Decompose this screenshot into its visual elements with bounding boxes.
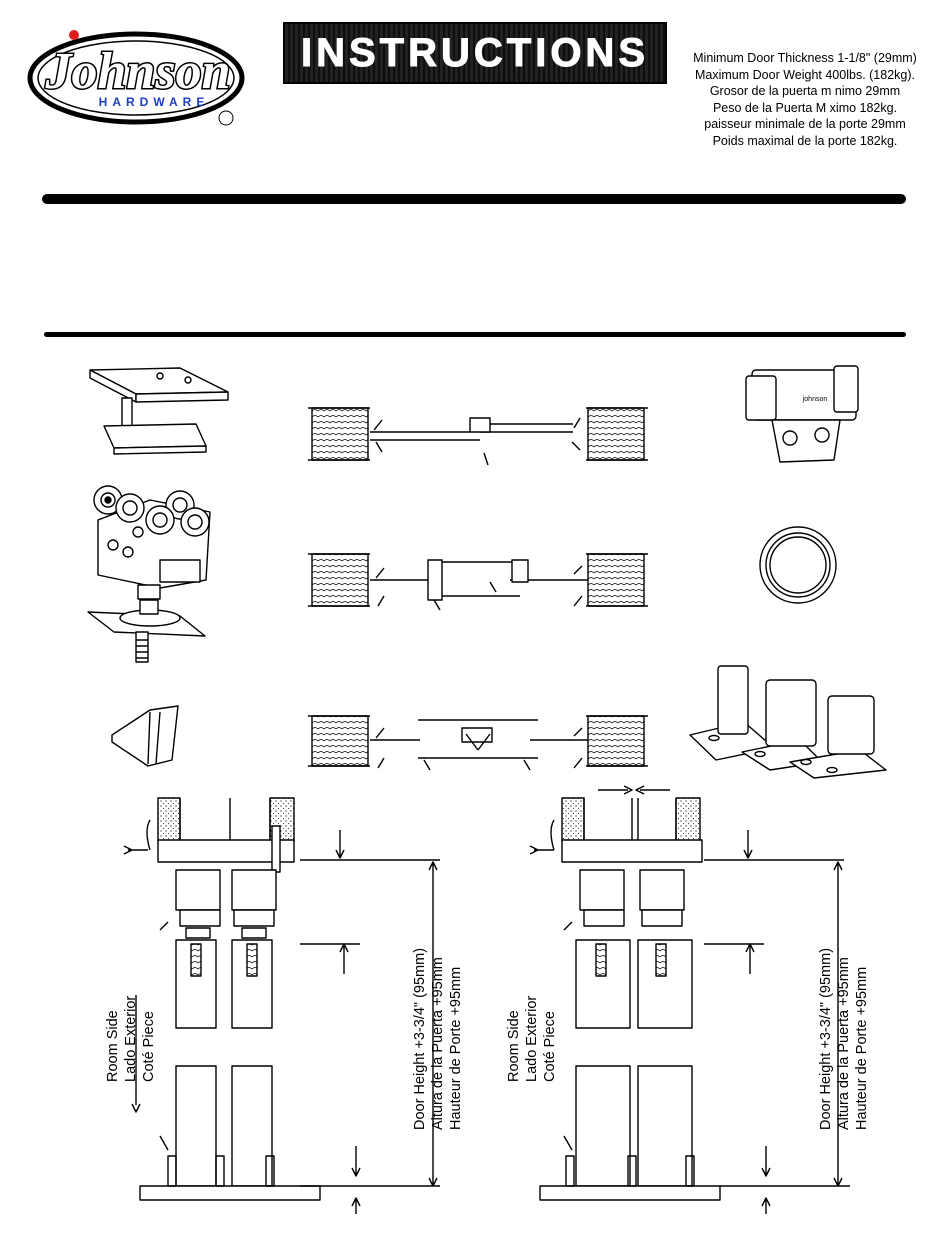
finger-pull-ring-icon	[759, 526, 837, 604]
config-two-doors-diagram	[308, 407, 648, 466]
track-rail-icon	[89, 367, 229, 455]
divider-top	[42, 194, 906, 204]
registered-mark-icon	[218, 110, 234, 126]
johnson-hardware-logo: Johnson HARDWARE	[27, 30, 245, 126]
spec-line: Grosor de la puerta m nimo 29mm	[709, 84, 901, 99]
trolley-hanger-icon	[87, 485, 211, 663]
install-diagram-left	[123, 797, 440, 1214]
svg-text:HARDWARE: HARDWARE	[99, 95, 210, 109]
spec-line: Minimum Door Thickness 1-1/8" (29mm)	[693, 51, 917, 65]
divider-mid	[44, 332, 906, 337]
config-four-doors-diagram	[308, 715, 648, 771]
spec-line: paisseur minimale de la porte 29mm	[704, 117, 906, 132]
title-banner: INSTRUCTIONS	[283, 22, 667, 84]
spec-line: Poids maximal de la porte 182kg.	[712, 133, 898, 148]
spec-line: Peso de la Puerta M ximo 182kg.	[712, 100, 898, 115]
spec-line: Maximum Door Weight 400lbs. (182kg).	[695, 67, 915, 82]
install-diagram-right	[529, 785, 850, 1214]
door-guide-icon	[111, 705, 179, 767]
svg-text:Johnson: Johnson	[45, 43, 231, 100]
page-title: INSTRUCTIONS	[301, 30, 649, 75]
config-bifold-diagram	[308, 553, 648, 611]
logo-dot-icon	[69, 30, 79, 40]
door-height-label-right: Door Height +3-3/4" (95mm) Altura de la …	[818, 947, 870, 1130]
room-side-label-right: Room Side Lado Exterior Coté Piece	[506, 995, 558, 1082]
room-side-label-left: Room Side Lado Exterior Coté Piece	[105, 995, 157, 1082]
pivot-bracket-icon: johnson	[745, 365, 859, 463]
svg-text:johnson: johnson	[802, 396, 828, 403]
floor-guides-icon	[689, 665, 887, 779]
specs-block: Minimum Door Thickness 1-1/8" (29mm) Max…	[680, 50, 930, 150]
door-height-label-left: Door Height +3-3/4" (95mm) Altura de la …	[412, 947, 464, 1130]
